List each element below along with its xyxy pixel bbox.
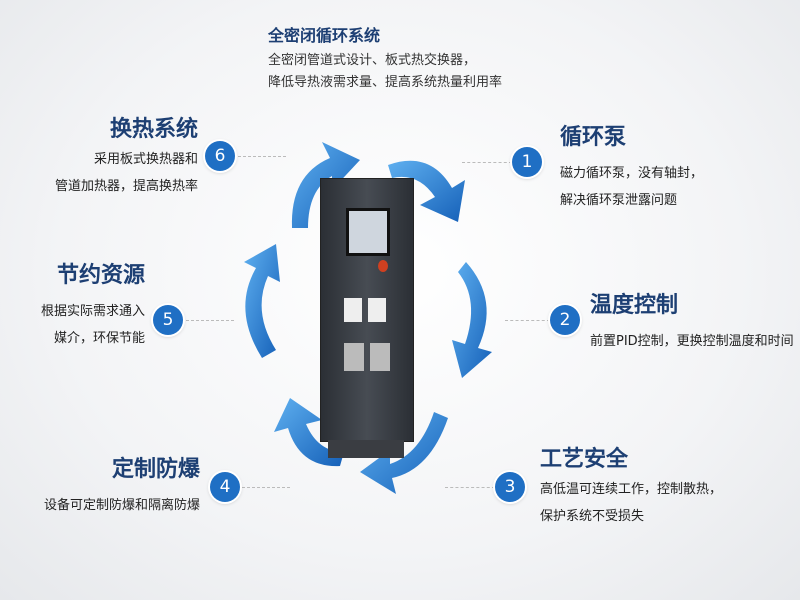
number-badge-4: 4 (210, 472, 240, 502)
connector-line (186, 320, 234, 321)
feature-desc: 根据实际需求通入 (40, 304, 145, 319)
feature-desc: 设备可定制防爆和隔离防爆 (43, 498, 200, 513)
connector-line (238, 156, 286, 157)
feature-desc: 解决循环泵泄露问题 (560, 193, 678, 208)
feature-title: 工艺安全 (540, 446, 629, 472)
feature-title: 定制防爆 (111, 456, 200, 482)
number-badge-2: 2 (550, 305, 580, 335)
feature-desc: 前置PID控制，更换控制温度和时间 (590, 334, 794, 349)
vent-1 (344, 343, 364, 371)
feature-desc: 管道加热器，提高换热率 (54, 179, 198, 194)
arrow-left (244, 244, 280, 358)
number-badge-3: 3 (495, 472, 525, 502)
feature-title: 节约资源 (56, 262, 145, 288)
emergency-stop-button (378, 260, 388, 272)
header-title: 全密闭循环系统 (268, 26, 381, 45)
temperature-controller-machine (320, 178, 414, 463)
feature-circulation-pump: 循环泵 磁力循环泵，没有轴封， 解决循环泵泄露问题 (560, 120, 795, 214)
feature-heat-exchange: 换热系统 采用板式换热器和 管道加热器，提高换热率 (10, 112, 198, 200)
connector-line (462, 162, 512, 163)
number-badge-5: 5 (153, 305, 183, 335)
vent-2 (370, 343, 390, 371)
header: 全密闭循环系统 全密闭管道式设计、板式热交换器， 降低导热液需求量、提高系统热量… (268, 22, 568, 94)
feature-process-safety: 工艺安全 高低温可连续工作，控制散热， 保护系统不受损失 (540, 442, 795, 530)
feature-title: 温度控制 (590, 292, 679, 318)
feature-desc: 高低温可连续工作，控制散热， (540, 482, 723, 497)
feature-resource-saving: 节约资源 根据实际需求通入 媒介，环保节能 (10, 258, 145, 352)
connector-line (445, 487, 495, 488)
feature-explosion-proof: 定制防爆 设备可定制防爆和隔离防爆 (20, 452, 200, 519)
feature-title: 循环泵 (560, 124, 627, 150)
breaker-1 (344, 298, 362, 322)
feature-temperature-control: 温度控制 前置PID控制，更换控制温度和时间 (590, 288, 798, 355)
feature-desc: 采用板式换热器和 (93, 152, 198, 167)
breaker-2 (368, 298, 386, 322)
feature-desc: 保护系统不受损失 (540, 509, 645, 524)
feature-title: 换热系统 (109, 116, 198, 142)
machine-base (328, 440, 404, 458)
number-badge-6: 6 (205, 141, 235, 171)
header-desc-1: 全密闭管道式设计、板式热交换器， (268, 53, 477, 68)
feature-desc: 磁力循环泵，没有轴封， (560, 166, 704, 181)
arrow-right (452, 262, 492, 378)
touch-screen (346, 208, 390, 256)
connector-line (505, 320, 550, 321)
number-badge-1: 1 (512, 147, 542, 177)
header-desc-2: 降低导热液需求量、提高系统热量利用率 (268, 75, 503, 90)
connector-line (242, 487, 290, 488)
feature-desc: 媒介，环保节能 (53, 331, 145, 346)
